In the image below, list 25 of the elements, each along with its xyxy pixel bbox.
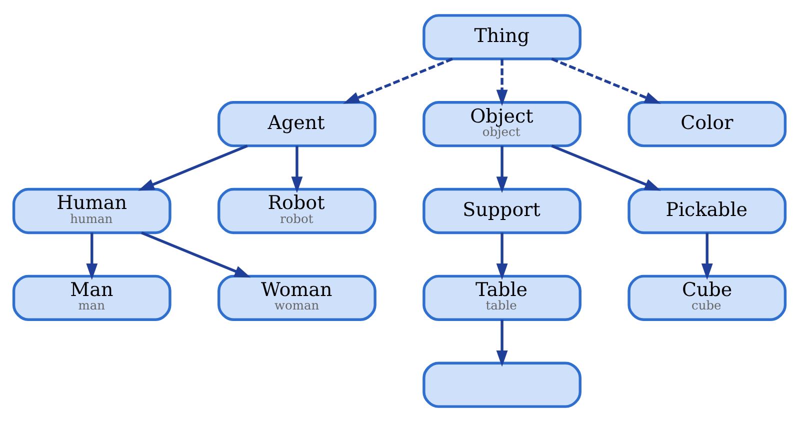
arrow — [141, 230, 251, 278]
arrow — [138, 144, 248, 190]
node-box: Man man — [12, 274, 172, 320]
node-box: Woman woman — [218, 274, 376, 320]
node-box: Object object — [422, 100, 582, 147]
arrow — [551, 144, 662, 190]
node-box: Table table — [422, 274, 582, 320]
node-box: Support — [422, 187, 582, 234]
node-box: Agent — [218, 100, 376, 147]
arrow — [496, 319, 508, 366]
arrow — [291, 145, 303, 192]
arrow — [86, 232, 98, 280]
arrow — [343, 57, 453, 104]
node-box: Thing — [422, 14, 582, 60]
node-box: Pickable — [628, 187, 787, 234]
node-box: Color — [628, 100, 787, 147]
node-box: Cube cube — [628, 274, 787, 320]
arrow — [496, 58, 508, 106]
arrow — [551, 57, 662, 104]
arrow — [496, 145, 508, 192]
arrow — [496, 232, 508, 280]
node-box: Human human — [12, 187, 172, 234]
arrow — [701, 232, 713, 280]
node-box — [422, 361, 582, 408]
node-box: Robot robot — [218, 187, 376, 234]
